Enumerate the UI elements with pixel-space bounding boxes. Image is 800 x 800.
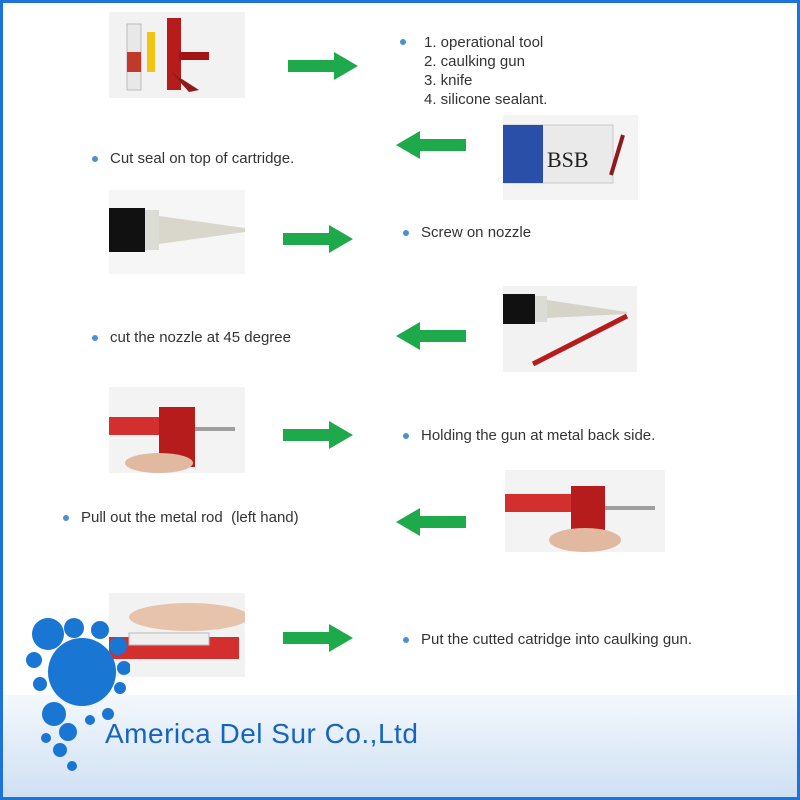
bullet-icon xyxy=(400,39,406,45)
arrow-right-icon xyxy=(283,225,353,253)
step-hold-gun: Holding the gun at metal back side. xyxy=(403,427,655,444)
nozzle-photo xyxy=(109,190,245,274)
tools-list-item: 2. caulking gun xyxy=(424,52,547,71)
tools-list-item: 4. silicone sealant. xyxy=(424,90,547,109)
bullet-icon xyxy=(92,156,98,162)
arrow-left-icon xyxy=(396,131,466,159)
arrow-right-icon xyxy=(283,624,353,652)
step-pull-rod: Pull out the metal rod (left hand) xyxy=(63,509,299,526)
tools-list-item: 3. knife xyxy=(424,71,547,90)
bullet-icon xyxy=(403,433,409,439)
bullet-icon xyxy=(403,637,409,643)
arrow-right-icon xyxy=(283,421,353,449)
tools-list-item: 1. operational tool xyxy=(424,33,547,52)
nozzle-cut-photo xyxy=(503,286,637,372)
cartridge-label: BSB xyxy=(547,147,589,172)
tools-photo xyxy=(109,12,245,98)
step-insert-cartridge: Put the cutted catridge into caulking gu… xyxy=(403,631,692,648)
cartridge-photo: BSB xyxy=(503,115,638,200)
arrow-right-icon xyxy=(288,52,358,80)
arrow-left-icon xyxy=(396,322,466,350)
step-screw-nozzle: Screw on nozzle xyxy=(403,224,531,241)
arrow-left-icon xyxy=(396,508,466,536)
company-name: America Del Sur Co.,Ltd xyxy=(105,718,418,750)
step-cut-nozzle: cut the nozzle at 45 degree xyxy=(92,329,291,346)
pull-rod-photo xyxy=(505,470,665,552)
gun-back-photo xyxy=(109,387,245,473)
bubbles-logo-icon xyxy=(20,610,130,780)
bullet-icon xyxy=(63,515,69,521)
bullet-icon xyxy=(92,335,98,341)
tools-list: 1. operational tool 2. caulking gun 3. k… xyxy=(400,33,547,109)
step-cut-seal: Cut seal on top of cartridge. xyxy=(92,150,294,167)
bullet-icon xyxy=(403,230,409,236)
